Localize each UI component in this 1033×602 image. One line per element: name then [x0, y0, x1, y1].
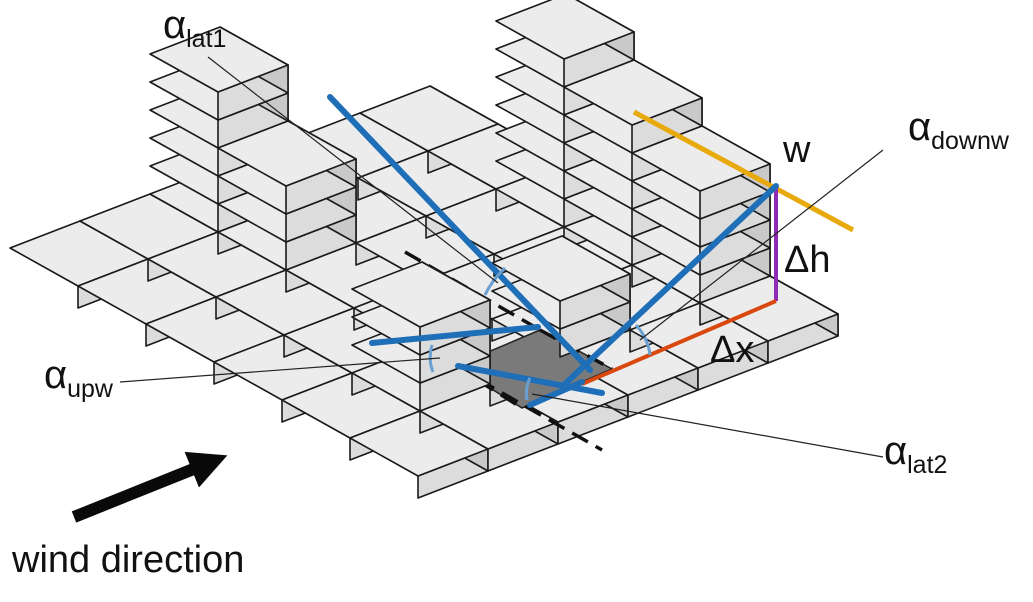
distance-line [581, 299, 777, 386]
building-2-storey-2-top [351, 261, 491, 328]
label-w: w [782, 129, 811, 171]
building-4-storey-1-top [491, 235, 631, 302]
label-alpha-lat1: αlat1 [163, 3, 226, 53]
label-delta-x: Δx [710, 329, 754, 371]
leader-lines [119, 56, 884, 458]
arc-downw [634, 323, 652, 356]
arc-lat2 [524, 377, 532, 401]
arc-lat1 [483, 266, 507, 296]
building-1-storey-2-top [217, 120, 357, 187]
label-alpha-downw: αdownw [908, 105, 1010, 155]
label-wind-direction: wind direction [11, 539, 244, 581]
label-delta-h: Δh [784, 239, 831, 281]
wind-arrow [71, 451, 228, 523]
buildings [149, 0, 771, 412]
width-line [632, 109, 855, 233]
building-3-storey-5-top [495, 0, 635, 60]
building-5-storey-4-top [563, 59, 703, 126]
label-alpha-lat2: αlat2 [884, 429, 947, 479]
building-0-storey-4-top [149, 26, 289, 93]
label-alpha-upw: αupw [44, 353, 114, 403]
